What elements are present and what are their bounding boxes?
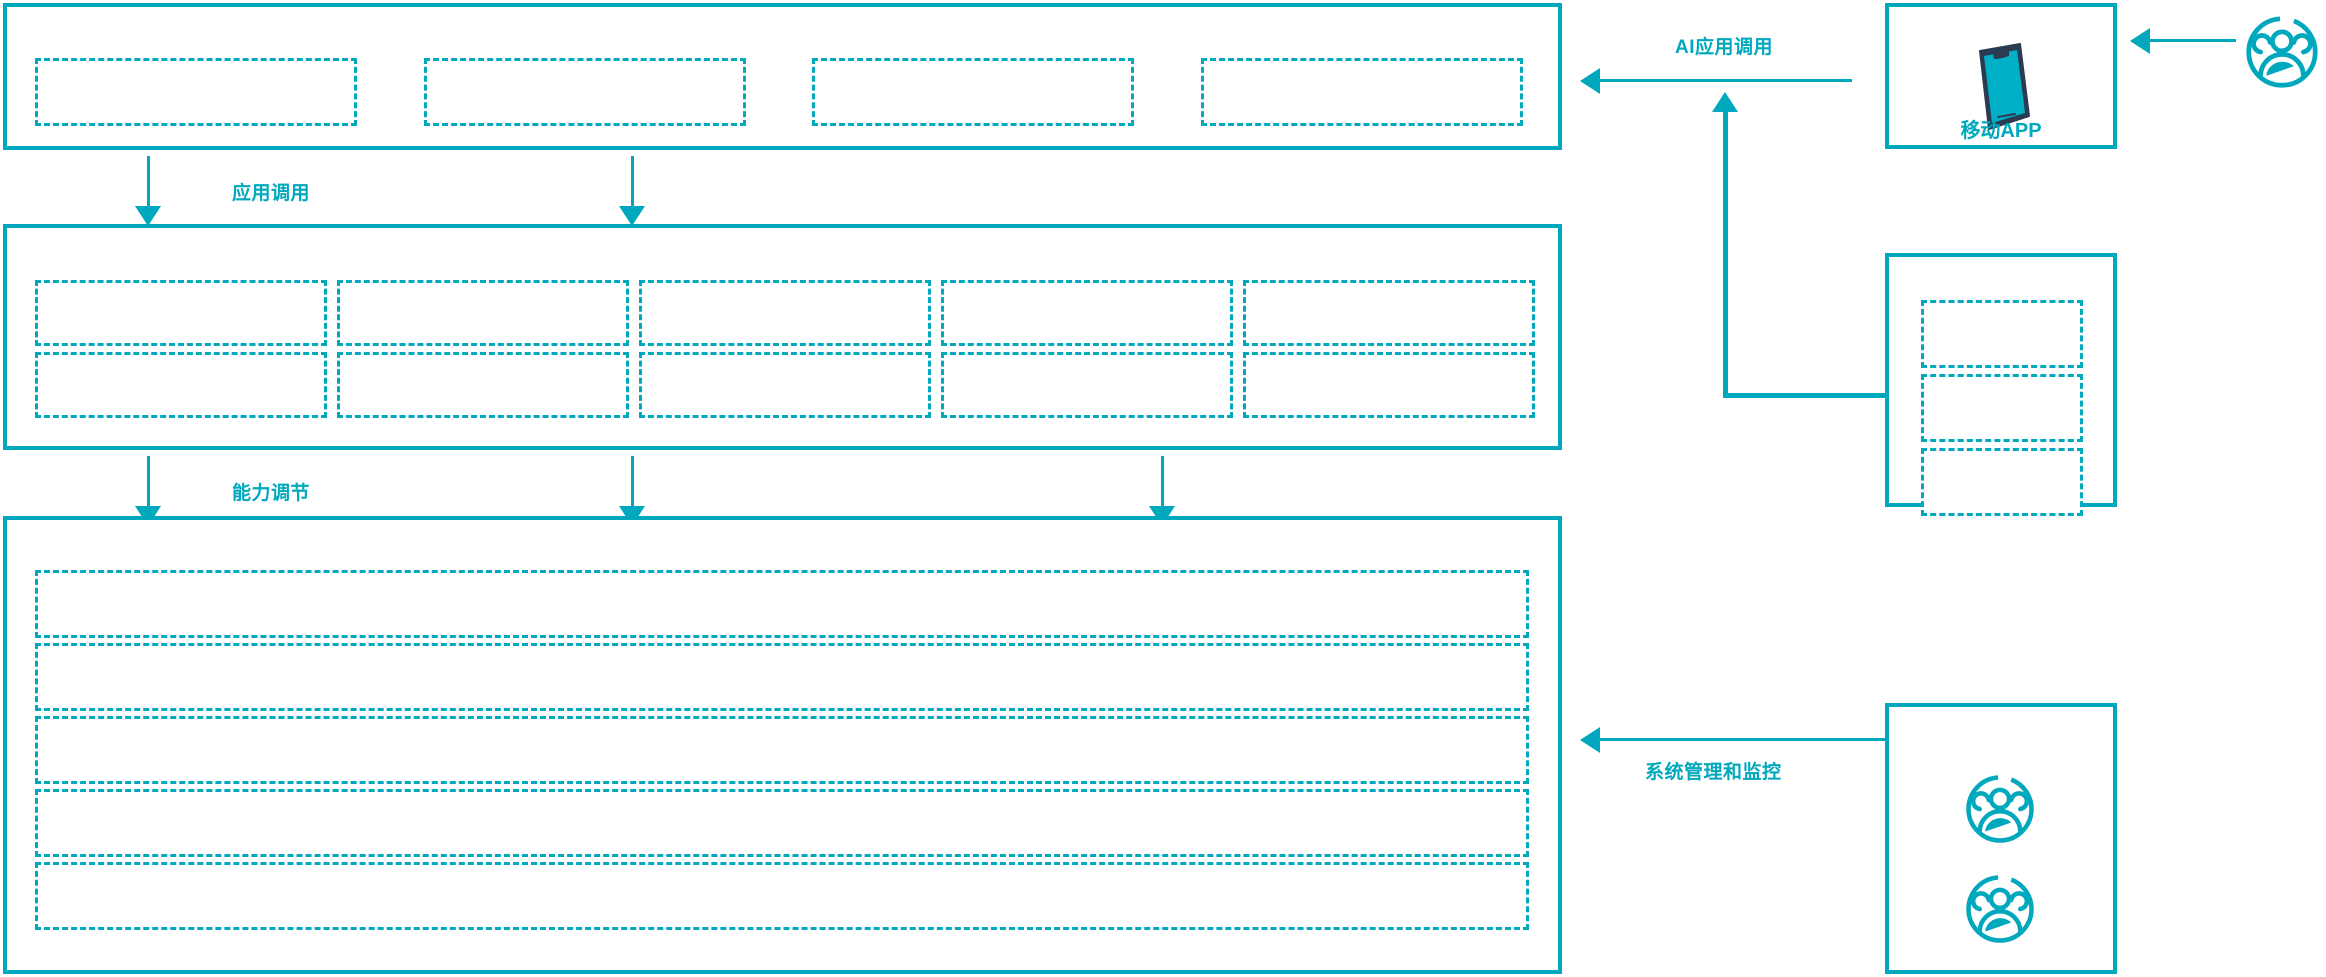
mobile-app-label: 移动APP xyxy=(1960,120,2042,142)
app-invoke-arrow-head-1 xyxy=(135,206,161,226)
sys-admin-arrow-shaft xyxy=(1600,738,1885,741)
capability-tune-arrow-shaft-2 xyxy=(631,456,634,508)
application-box-4[interactable] xyxy=(1201,58,1523,126)
service-list-connector-vertical xyxy=(1723,100,1728,397)
ai-app-invoke-label: AI应用调用 xyxy=(1675,37,1774,58)
infrastructure-bar-1[interactable] xyxy=(35,570,1529,638)
capability-box-3[interactable] xyxy=(639,280,931,346)
infrastructure-bar-3[interactable] xyxy=(35,716,1529,784)
user-group-icon xyxy=(2244,14,2320,90)
service-list-item-3[interactable] xyxy=(1921,448,2083,516)
application-box-2[interactable] xyxy=(424,58,746,126)
capability-tune-arrow-shaft-3 xyxy=(1161,456,1164,508)
infrastructure-bar-2[interactable] xyxy=(35,643,1529,711)
app-invoke-arrow-shaft-2 xyxy=(631,156,634,208)
capability-box-1[interactable] xyxy=(35,280,327,346)
capability-box-7[interactable] xyxy=(337,352,629,418)
capability-tune-arrow-shaft-1 xyxy=(147,456,150,508)
service-list-connector-arrow-head xyxy=(1712,92,1738,112)
ai-app-invoke-arrow-head xyxy=(1580,68,1600,94)
end-user-arrow-shaft xyxy=(2150,39,2236,42)
ai-app-invoke-arrow-shaft xyxy=(1600,79,1852,82)
capability-box-2[interactable] xyxy=(337,280,629,346)
app-invoke-arrow-head-2 xyxy=(619,206,645,226)
infrastructure-bar-5[interactable] xyxy=(35,862,1529,930)
application-box-3[interactable] xyxy=(812,58,1134,126)
smartphone-icon xyxy=(1963,38,2039,134)
user-group-icon xyxy=(1964,873,2036,945)
app-invoke-label: 应用调用 xyxy=(232,183,311,204)
service-list-connector-horizontal xyxy=(1723,393,1885,398)
app-invoke-arrow-shaft-1 xyxy=(147,156,150,208)
capability-box-6[interactable] xyxy=(35,352,327,418)
sys-admin-arrow-head xyxy=(1580,727,1600,753)
capability-box-9[interactable] xyxy=(941,352,1233,418)
infrastructure-bar-4[interactable] xyxy=(35,789,1529,857)
application-box-1[interactable] xyxy=(35,58,357,126)
capability-tune-label: 能力调节 xyxy=(232,483,311,504)
capability-box-5[interactable] xyxy=(1243,280,1535,346)
end-user-arrow-head xyxy=(2130,28,2150,54)
sys-admin-label: 系统管理和监控 xyxy=(1645,762,1782,783)
capability-box-8[interactable] xyxy=(639,352,931,418)
service-list-item-2[interactable] xyxy=(1921,374,2083,442)
service-list-item-1[interactable] xyxy=(1921,300,2083,368)
capability-box-4[interactable] xyxy=(941,280,1233,346)
capability-box-10[interactable] xyxy=(1243,352,1535,418)
user-group-icon xyxy=(1964,773,2036,845)
